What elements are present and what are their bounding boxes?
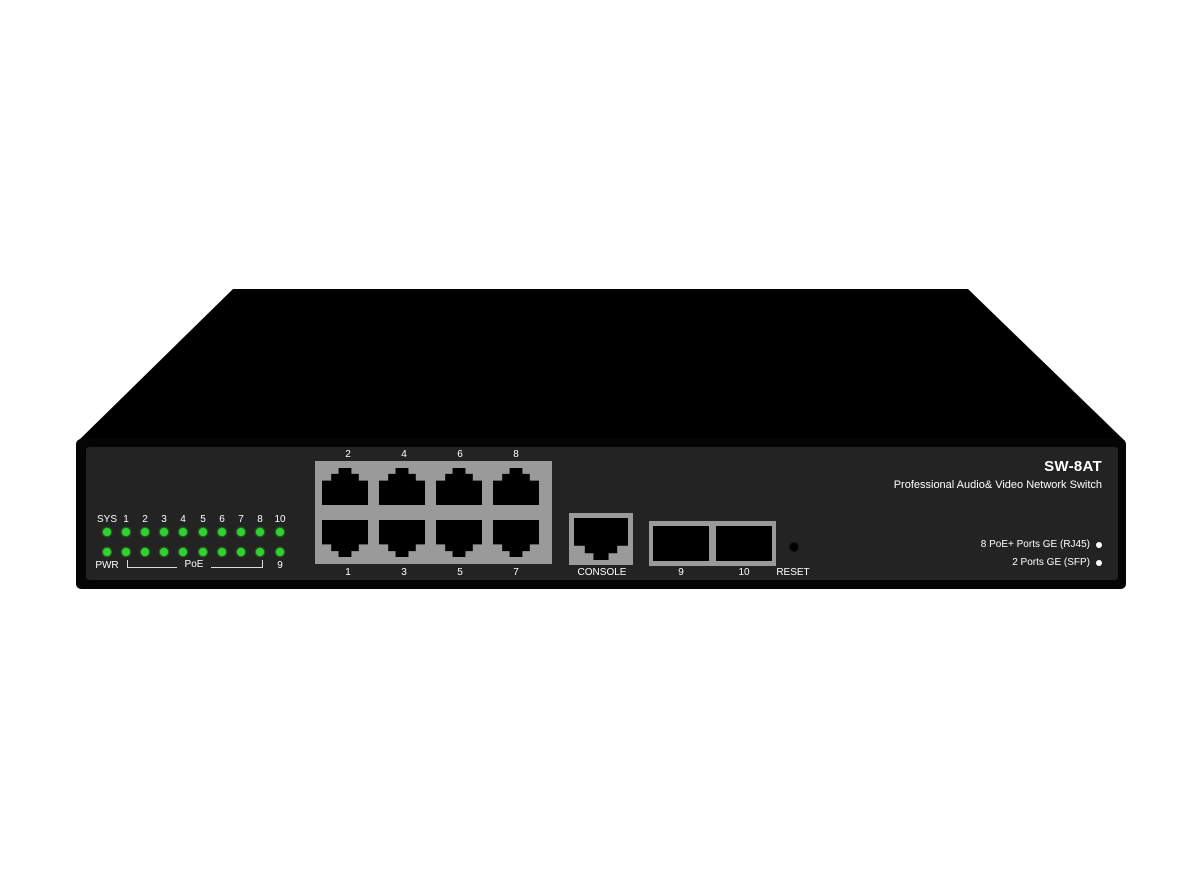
spec-bullet-icon bbox=[1096, 542, 1102, 548]
led-poe-2 bbox=[141, 548, 149, 556]
port-number-10: 10 bbox=[738, 567, 750, 578]
led-link-3 bbox=[160, 528, 168, 536]
rj45-port-1[interactable] bbox=[318, 516, 372, 561]
port-number-7: 7 bbox=[513, 567, 519, 578]
port-number-2: 2 bbox=[345, 449, 351, 460]
led-link-1 bbox=[122, 528, 130, 536]
model-name: SW-8AT bbox=[1044, 458, 1102, 475]
led-label-6: 6 bbox=[219, 514, 225, 525]
led-poe-5 bbox=[199, 548, 207, 556]
rj45-port-4[interactable] bbox=[375, 464, 429, 509]
led-label-1: 1 bbox=[123, 514, 129, 525]
led-label-pwr: PWR bbox=[95, 560, 119, 571]
rj45-port-5[interactable] bbox=[432, 516, 486, 561]
console-label: CONSOLE bbox=[577, 567, 627, 578]
led-label-9: 9 bbox=[277, 560, 283, 571]
led-sys bbox=[103, 528, 111, 536]
port-number-9: 9 bbox=[678, 567, 684, 578]
led-link-5 bbox=[199, 528, 207, 536]
led-label-8: 8 bbox=[257, 514, 263, 525]
spec-rj45: 8 PoE+ Ports GE (RJ45) bbox=[980, 539, 1090, 550]
rj45-port-3[interactable] bbox=[375, 516, 429, 561]
poe-group-label: PoE bbox=[177, 559, 211, 571]
led-link-10 bbox=[276, 528, 284, 536]
chassis-top-cover bbox=[78, 289, 1125, 441]
led-label-7: 7 bbox=[238, 514, 244, 525]
rj45-port-7[interactable] bbox=[489, 516, 543, 561]
spec-sfp: 2 Ports GE (SFP) bbox=[1012, 557, 1090, 568]
led-poe-7 bbox=[237, 548, 245, 556]
rj45-port-8[interactable] bbox=[489, 464, 543, 509]
led-label-3: 3 bbox=[161, 514, 167, 525]
reset-label: RESET bbox=[776, 567, 810, 578]
port-number-4: 4 bbox=[401, 449, 407, 460]
led-label-5: 5 bbox=[200, 514, 206, 525]
led-poe-4 bbox=[179, 548, 187, 556]
rj45-port-2[interactable] bbox=[318, 464, 372, 509]
spec-bullet-icon bbox=[1096, 560, 1102, 566]
led-label-sys: SYS bbox=[96, 514, 117, 525]
sfp-port-10[interactable] bbox=[716, 526, 772, 561]
led-pwr bbox=[103, 548, 111, 556]
led-label-2: 2 bbox=[142, 514, 148, 525]
port-number-1: 1 bbox=[345, 567, 351, 578]
led-poe-3 bbox=[160, 548, 168, 556]
port-number-6: 6 bbox=[457, 449, 463, 460]
sfp-port-block bbox=[649, 521, 776, 566]
led-link-9 bbox=[276, 548, 284, 556]
console-port[interactable] bbox=[569, 513, 633, 565]
led-link-6 bbox=[218, 528, 226, 536]
led-poe-8 bbox=[256, 548, 264, 556]
led-link-2 bbox=[141, 528, 149, 536]
led-poe-1 bbox=[122, 548, 130, 556]
rj45-port-block bbox=[315, 461, 552, 564]
led-label-4: 4 bbox=[180, 514, 186, 525]
port-number-3: 3 bbox=[401, 567, 407, 578]
sfp-port-9[interactable] bbox=[653, 526, 709, 561]
led-link-4 bbox=[179, 528, 187, 536]
reset-button[interactable] bbox=[789, 542, 799, 552]
led-label-10: 10 bbox=[274, 514, 286, 525]
rj45-port-6[interactable] bbox=[432, 464, 486, 509]
port-number-5: 5 bbox=[457, 567, 463, 578]
port-number-8: 8 bbox=[513, 449, 519, 460]
led-link-8 bbox=[256, 528, 264, 536]
product-tagline: Professional Audio& Video Network Switch bbox=[893, 479, 1102, 491]
led-link-7 bbox=[237, 528, 245, 536]
led-poe-6 bbox=[218, 548, 226, 556]
